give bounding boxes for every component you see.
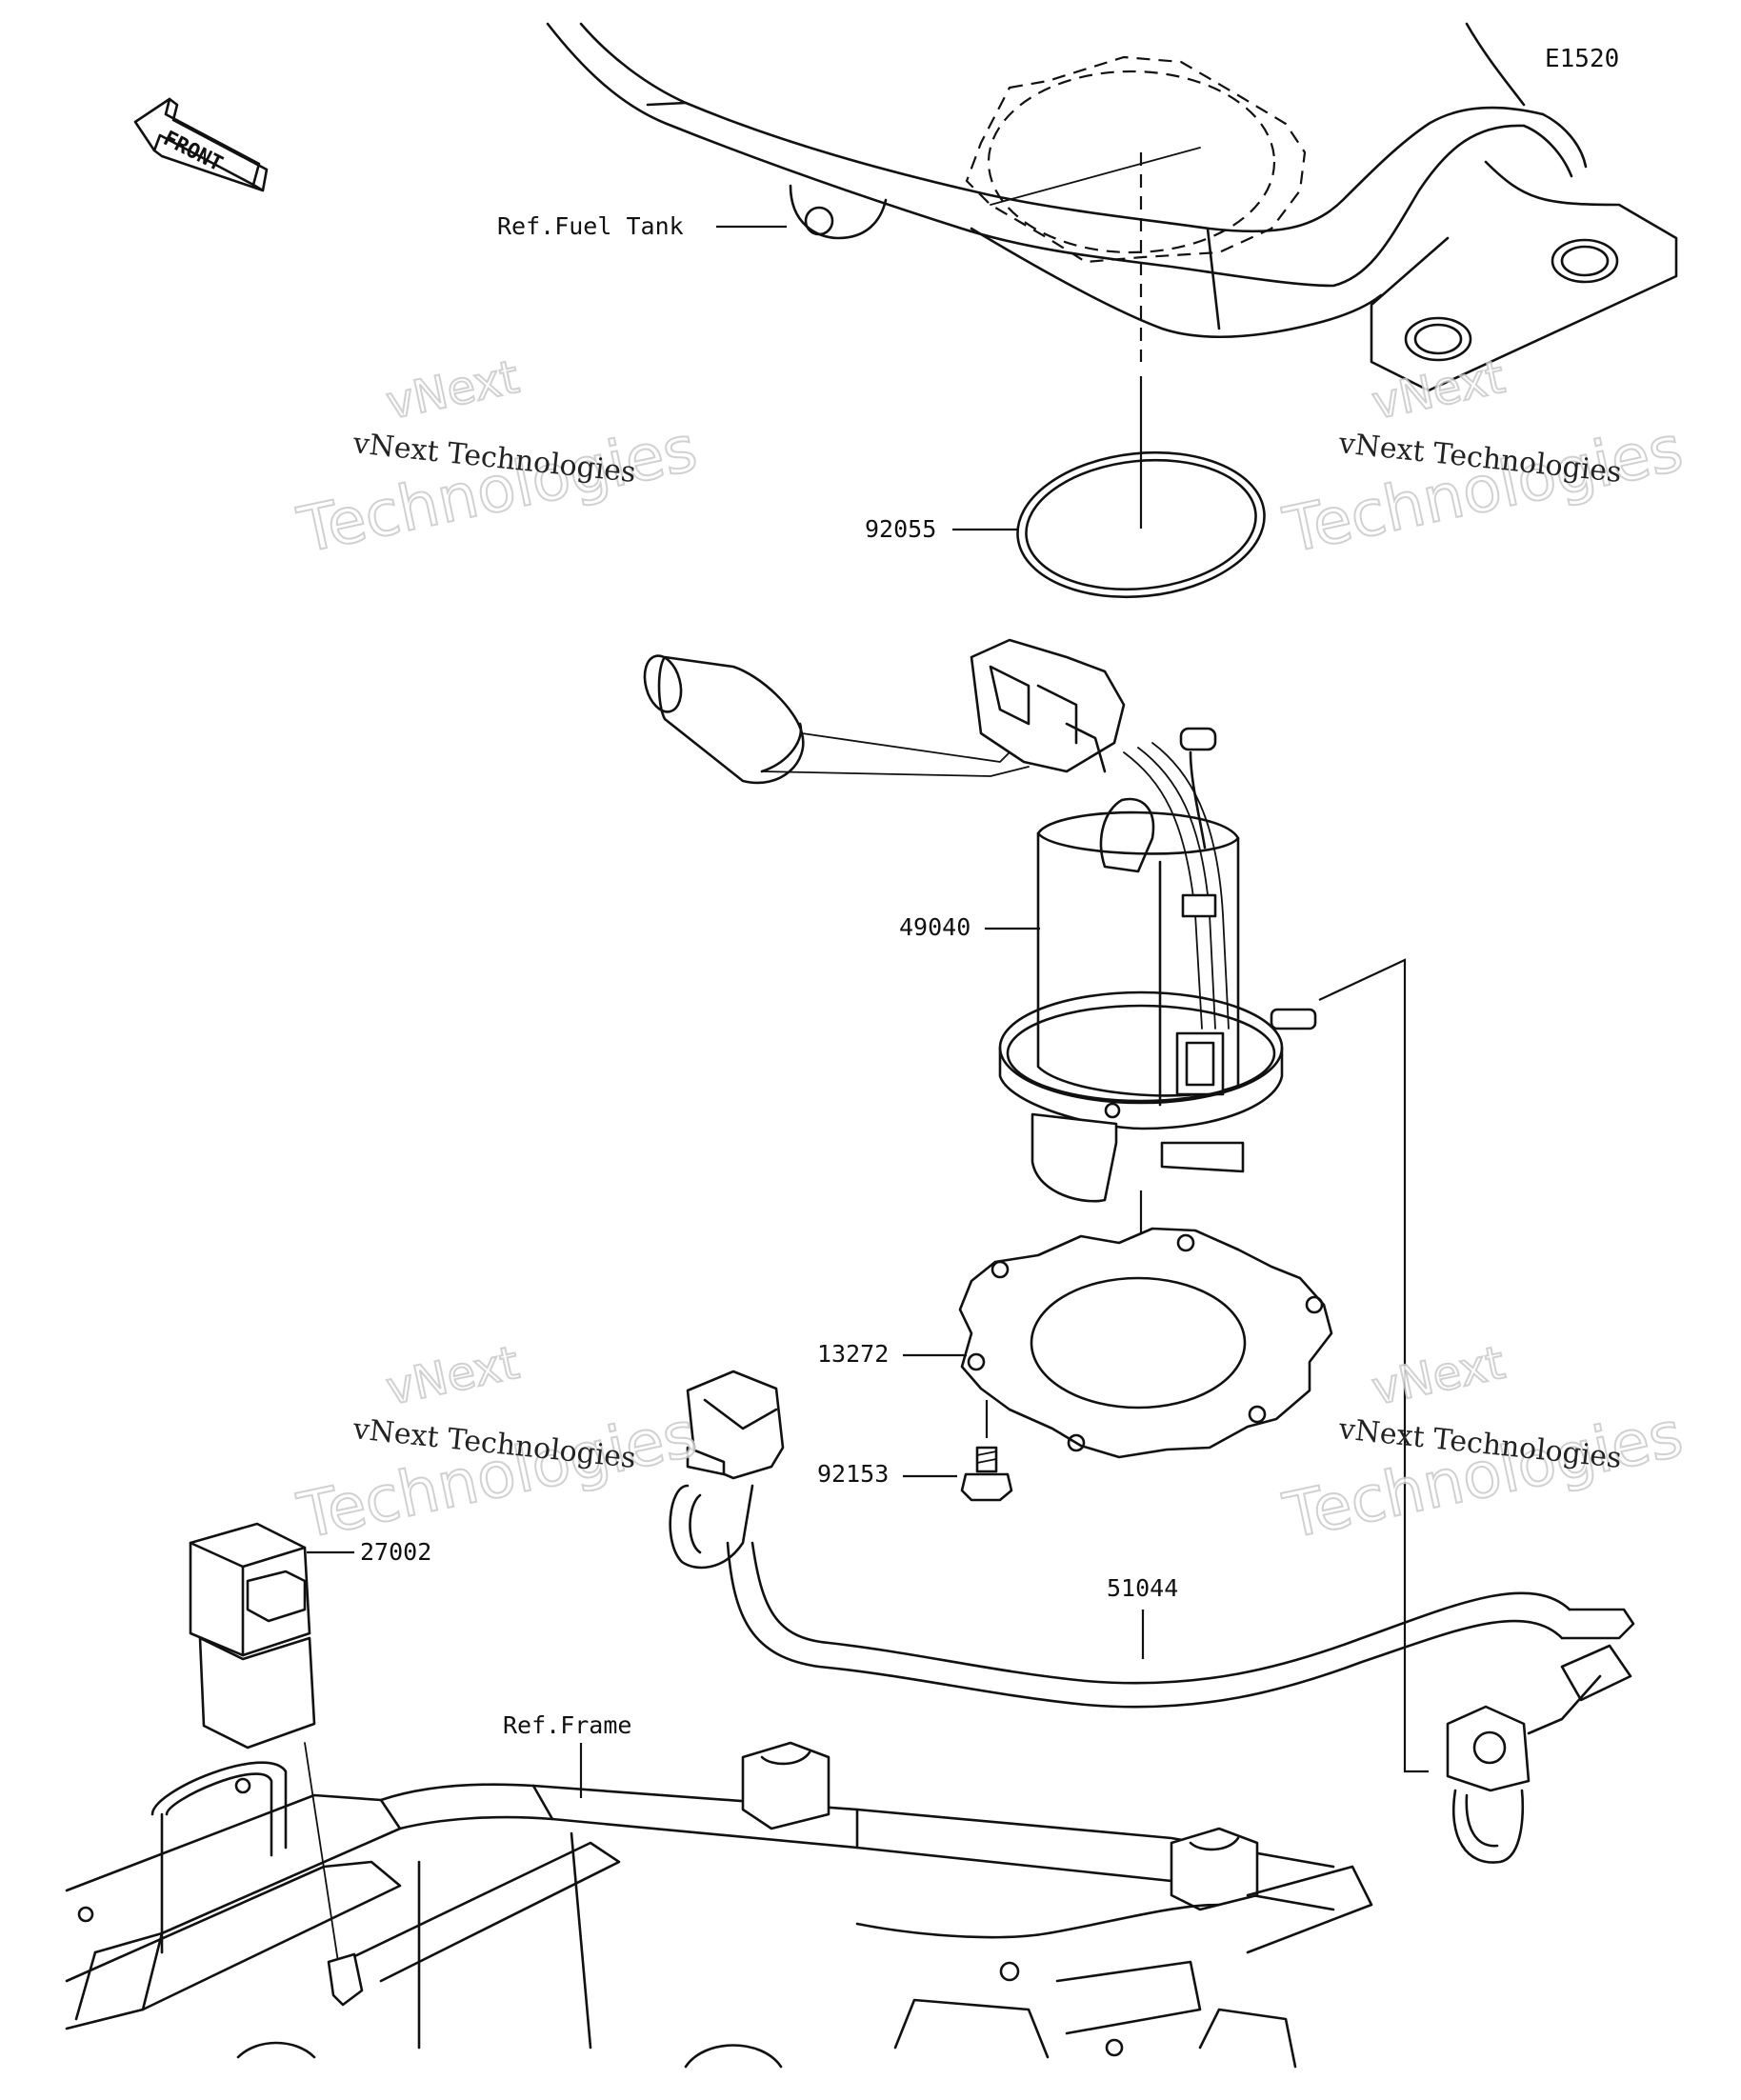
frame-illustration [65, 1741, 1373, 2069]
diagram-code: E1520 [1545, 45, 1619, 73]
part-label-27002: 27002 [360, 1538, 431, 1566]
svg-text:vNext: vNext [382, 1336, 524, 1416]
bolt-part [960, 1446, 1013, 1502]
o-ring-part [1016, 450, 1266, 599]
svg-text:vNext: vNext [382, 350, 524, 430]
watermark-bottom-left: vNext Technologies vNext Technologies [290, 1335, 704, 1554]
part-label-92055: 92055 [865, 515, 936, 543]
wiring-harness-part [669, 1370, 1635, 1864]
watermark-top-left: vNext Technologies vNext Technologies [290, 350, 704, 569]
watermark-bottom-right: vNext Technologies vNext Technologies [1276, 1335, 1690, 1554]
front-arrow-icon: FRONT [133, 97, 269, 192]
svg-text:vNext: vNext [1368, 350, 1510, 430]
part-label-92153: 92153 [817, 1460, 889, 1488]
relay-part [189, 1522, 316, 1750]
watermark-top-right: vNext Technologies vNext Technologies [1276, 350, 1690, 569]
part-label-51044: 51044 [1107, 1574, 1178, 1602]
part-label-49040: 49040 [899, 913, 971, 941]
ref-fuel-tank-label: Ref.Fuel Tank [497, 212, 684, 240]
svg-text:vNext: vNext [1368, 1336, 1510, 1416]
ref-frame-label: Ref.Frame [503, 1711, 631, 1739]
fuel-pump-part [643, 638, 1317, 1203]
fuel-tank-illustration [546, 22, 1678, 392]
gasket-plate-part [958, 1227, 1333, 1459]
part-label-13272: 13272 [817, 1340, 889, 1368]
